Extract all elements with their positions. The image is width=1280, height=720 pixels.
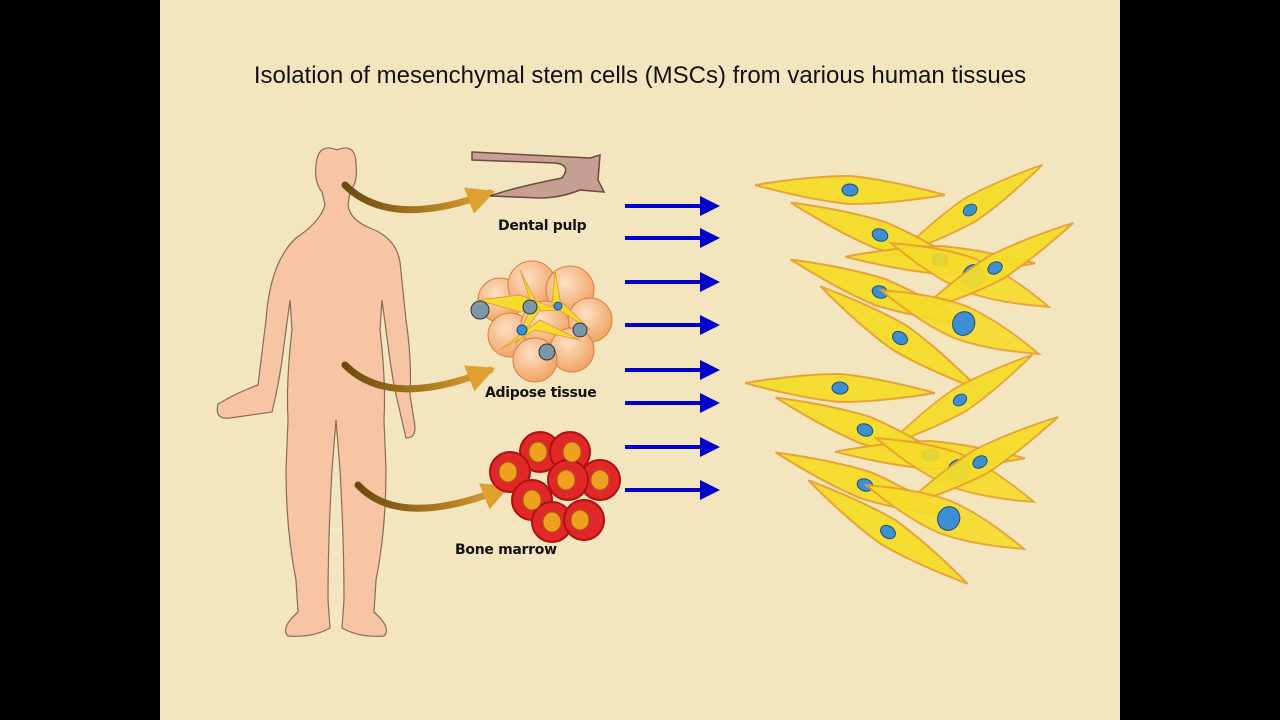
dental-pulp-label: Dental pulp	[498, 218, 587, 234]
slide: Isolation of mesenchymal stem cells (MSC…	[160, 0, 1120, 720]
adipose-cells-icon	[470, 260, 613, 383]
adipose-tissue-label: Adipose tissue	[485, 385, 597, 401]
blue-arrows	[625, 196, 720, 500]
msc-cluster-upper	[753, 153, 1081, 403]
marrow-curve-arrow	[354, 481, 511, 512]
bone-marrow-cells-icon	[489, 431, 621, 543]
adipose-curve-arrow	[341, 361, 496, 393]
human-body-icon	[216, 147, 416, 637]
dental-curve-arrow	[341, 181, 496, 214]
bone-marrow-label: Bone marrow	[455, 542, 557, 558]
tooth-root-icon	[471, 151, 606, 199]
msc-cluster-lower	[743, 343, 1066, 597]
msc-isolation-diagram	[216, 147, 1081, 637]
slide-title: Isolation of mesenchymal stem cells (MSC…	[253, 62, 1027, 89]
